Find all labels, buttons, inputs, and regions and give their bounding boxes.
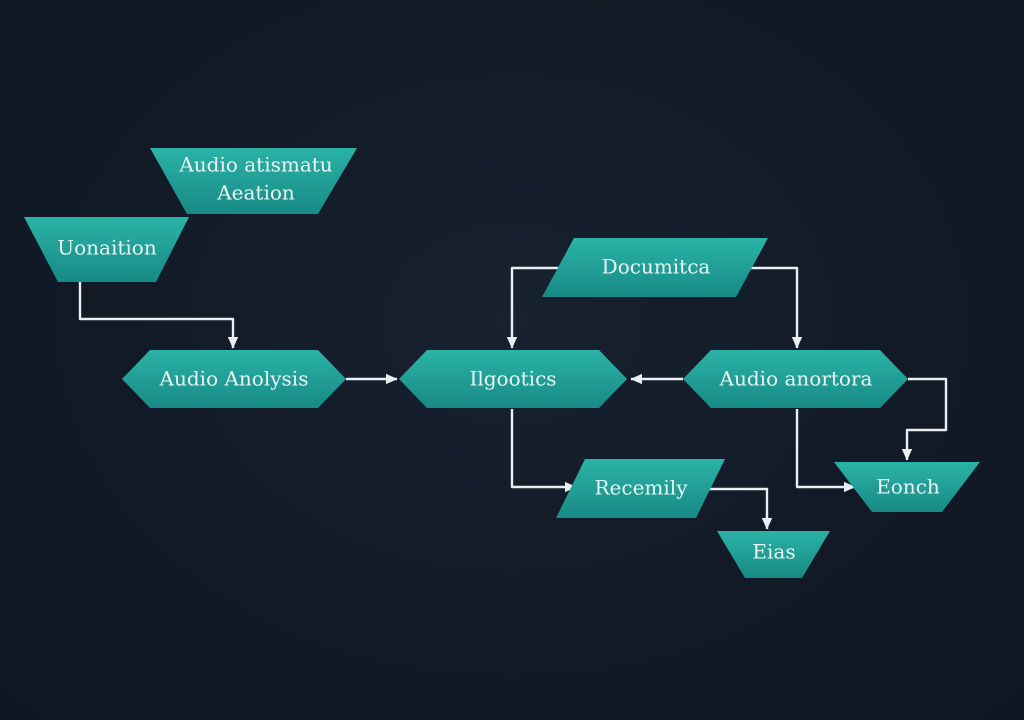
node-audio-analysis-label: Audio Anolysis — [159, 367, 309, 391]
node-eonch-label: Eonch — [876, 475, 940, 499]
connector-audio-anortora-to-eonch — [795, 409, 856, 493]
node-bias: Eias — [717, 531, 830, 578]
connector-documitca-to-audio-anortora — [745, 266, 803, 349]
node-audio-automation-label-1: Audio atismatu — [178, 153, 332, 177]
node-documitca: Documitca — [542, 238, 768, 297]
node-eonch: Eonch — [834, 462, 980, 512]
node-conation-label: Uonaition — [57, 236, 157, 260]
node-igootics-label: Ilgootics — [469, 367, 556, 391]
connector-recemily-to-bias — [707, 487, 773, 530]
node-audio-automation: Audio atismatu Aeation — [150, 148, 357, 214]
node-audio-anortora: Audio anortora — [683, 350, 908, 408]
node-recemily: Recemily — [556, 459, 725, 518]
node-audio-automation-label-2: Aeation — [216, 181, 295, 205]
node-bias-label: Eias — [752, 540, 795, 564]
connector-conation-to-audio-analysis — [78, 282, 239, 349]
node-audio-anortora-label: Audio anortora — [719, 367, 873, 391]
connector-igootics-to-recemily — [510, 409, 577, 493]
node-igootics: Ilgootics — [399, 350, 627, 408]
connector-documitca-to-igootics — [506, 266, 560, 349]
connectors-group — [78, 266, 948, 530]
connector-audio-anortora-to-eonch-right — [901, 377, 948, 461]
node-conation: Uonaition — [24, 217, 189, 282]
node-audio-analysis: Audio Anolysis — [122, 350, 346, 408]
node-recemily-label: Recemily — [595, 476, 689, 500]
node-documitca-label: Documitca — [602, 255, 711, 279]
